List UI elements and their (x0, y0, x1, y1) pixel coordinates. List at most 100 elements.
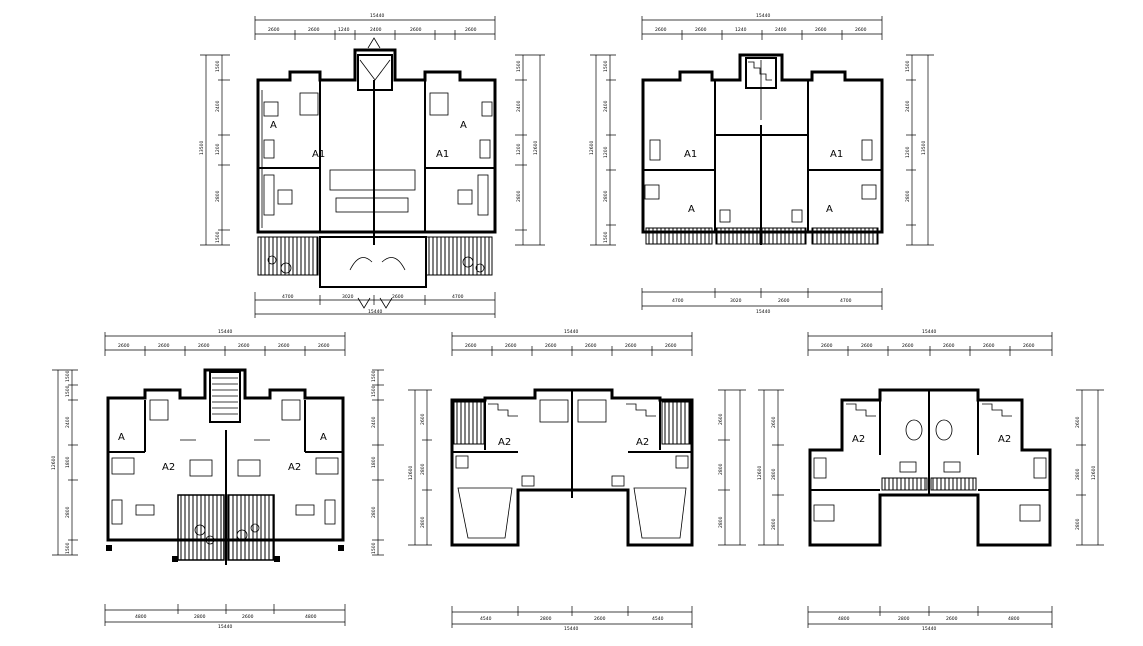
dim-label: 2600 (655, 27, 667, 33)
plan-2-room-label: A1 (830, 149, 843, 160)
dim-label: 2800 (540, 616, 552, 622)
dim-label: 2800 (771, 468, 777, 480)
dim-label: 2600 (308, 27, 320, 33)
dim-label: 4540 (480, 616, 492, 622)
dim-label: 12600 (533, 141, 539, 155)
dim-label: 1500 (65, 385, 71, 397)
plan-1-top-dims: 15440 2600 2600 1240 2400 2600 2600 (254, 13, 496, 40)
plan-1-unit-mark: A (270, 120, 277, 131)
dim-label: 15440 (756, 309, 770, 315)
plan-3-unit-mark: A (118, 432, 125, 443)
dim-label: 2600 (278, 343, 290, 349)
plan-2-bottom-dims: 4700 3020 2600 4700 15440 (641, 288, 883, 315)
plan-3-unit-mark: A (320, 432, 327, 443)
plan-3-room-label: A2 (288, 462, 301, 473)
plan-1-right-dims: 1500 2400 1200 2800 12600 (515, 54, 545, 246)
dim-label: 4700 (840, 298, 852, 304)
dim-label: 1800 (65, 456, 71, 468)
plan-1-unit-mark: A (460, 120, 467, 131)
dim-label: 2600 (902, 343, 914, 349)
dim-label: 2800 (718, 463, 724, 475)
dim-label: 4800 (135, 614, 147, 620)
dim-label: 2600 (861, 343, 873, 349)
plan-2-room-label: A1 (684, 149, 697, 160)
plan-1-room-label: A1 (312, 149, 325, 160)
dim-label: 2800 (371, 506, 377, 518)
dim-label: 1500 (371, 542, 377, 554)
dim-label: 1500 (65, 542, 71, 554)
plan-5-room-label: A2 (998, 434, 1011, 445)
plan-5-left-dims: 12600 2600 2800 2800 (757, 389, 784, 546)
plan-5: 15440 2600 2600 2600 2600 2600 2600 1260… (757, 329, 1104, 632)
dim-label: 1500 (371, 385, 377, 397)
dim-label: 2600 (465, 27, 477, 33)
dim-label: 4800 (838, 616, 850, 622)
dim-label: 2600 (410, 27, 422, 33)
dim-label: 2600 (392, 294, 404, 300)
plan-3-top-dims: 15440 2600 2600 2600 2600 2600 2600 (104, 329, 346, 356)
dim-label: 2800 (898, 616, 910, 622)
dim-label: 15440 (564, 329, 578, 335)
dim-label: 12600 (589, 141, 595, 155)
dim-label: 2600 (198, 343, 210, 349)
dim-label: 2800 (603, 190, 609, 202)
dim-label: 2600 (585, 343, 597, 349)
dim-label: 2800 (420, 516, 426, 528)
dim-label: 2600 (545, 343, 557, 349)
dim-label: 3020 (730, 298, 742, 304)
dim-label: 2600 (420, 413, 426, 425)
dim-label: 2400 (516, 100, 522, 112)
dim-label: 2800 (65, 506, 71, 518)
dim-label: 2800 (215, 190, 221, 202)
plan-3: 15440 2600 2600 2600 2600 2600 2600 1260… (51, 329, 384, 630)
dim-label: 2800 (1075, 468, 1081, 480)
dim-label: 1500 (65, 370, 71, 382)
dim-label: 12600 (1091, 466, 1097, 480)
dim-label: 2600 (1075, 416, 1081, 428)
dim-label: 2600 (158, 343, 170, 349)
dim-label: 2600 (505, 343, 517, 349)
plan-2-top-dims: 15440 2600 2600 1240 2400 2600 2600 (641, 13, 883, 40)
plan-4-right-dims: 2600 2800 2800 (718, 389, 746, 546)
plan-4-bottom-dims: 4540 2800 2600 4540 15440 (451, 606, 693, 632)
plan-1-left-dims: 13500 1500 2400 1200 2800 1500 (199, 54, 230, 246)
plan-1-top-total: 15440 (370, 13, 384, 19)
dim-label: 1800 (371, 456, 377, 468)
dim-label: 15440 (218, 624, 232, 630)
plan-2-unit-mark: A (826, 204, 833, 215)
dim-label: 2600 (594, 616, 606, 622)
dim-label: 2800 (516, 190, 522, 202)
dim-label: 2800 (771, 518, 777, 530)
dim-label: 1500 (516, 60, 522, 72)
dim-label: 4700 (282, 294, 294, 300)
plan-2: 15440 2600 2600 1240 2400 2600 2600 1260… (589, 13, 934, 315)
dim-label: 4700 (672, 298, 684, 304)
dim-label: 15440 (368, 309, 382, 315)
dim-label: 13500 (199, 141, 205, 155)
dim-label: 2800 (905, 190, 911, 202)
dim-label: 2400 (905, 100, 911, 112)
dim-label: 15440 (218, 329, 232, 335)
dim-label: 4800 (1008, 616, 1020, 622)
dim-label: 2600 (983, 343, 995, 349)
dim-label: 2600 (771, 416, 777, 428)
dim-label: 2600 (268, 27, 280, 33)
plan-3-room-label: A2 (162, 462, 175, 473)
plan-1-bottom-dims: 4700 3020 2600 4700 15440 (254, 292, 496, 318)
plan-2-right-dims: 1500 2400 1200 2800 13500 (905, 54, 934, 246)
dim-label: 4800 (305, 614, 317, 620)
plan-4-walls (450, 388, 694, 547)
dim-label: 2800 (718, 516, 724, 528)
dim-label: 2800 (420, 463, 426, 475)
plan-5-right-dims: 2600 2800 2800 12600 (1075, 389, 1104, 546)
dim-label: 2600 (465, 343, 477, 349)
plan-3-bottom-dims: 4800 2800 2600 4800 15440 (104, 604, 346, 630)
plan-3-walls (106, 368, 345, 565)
dim-label: 2600 (318, 343, 330, 349)
plan-4-room-label: A2 (498, 437, 511, 448)
dim-label: 2400 (65, 416, 71, 428)
dim-label: 2600 (242, 614, 254, 620)
dim-label: 2600 (718, 413, 724, 425)
dim-label: 2400 (370, 27, 382, 33)
